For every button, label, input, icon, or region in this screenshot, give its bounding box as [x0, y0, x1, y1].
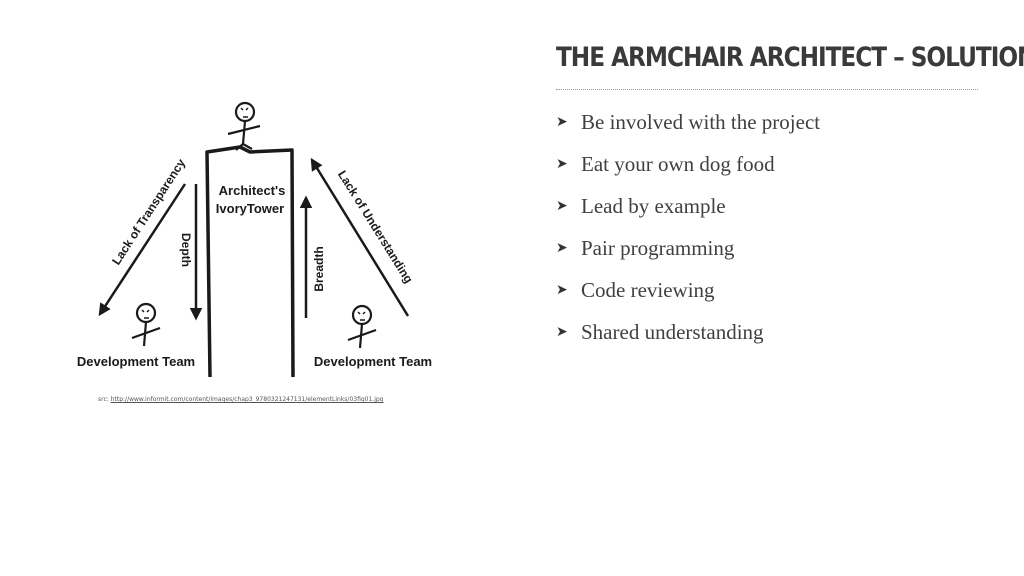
lack-of-understanding-arrow — [310, 157, 410, 317]
bullet-item: ➤ Shared understanding — [556, 320, 820, 362]
bullet-item: ➤ Be involved with the project — [556, 110, 820, 152]
arrowhead-bullet-icon: ➤ — [556, 324, 568, 340]
breadth-label: Breadth — [312, 246, 326, 291]
source-link[interactable]: http://www.informit.com/content/images/c… — [110, 396, 384, 403]
bullet-text: Be involved with the project — [581, 110, 821, 134]
lack-of-understanding-label: Lack of Understanding — [335, 168, 416, 286]
tower-outline — [205, 145, 295, 378]
lack-of-transparency-arrow — [98, 183, 187, 317]
bullet-item: ➤ Code reviewing — [556, 278, 820, 320]
bullet-text: Pair programming — [581, 236, 735, 260]
right-team-label: Development Team — [314, 354, 432, 369]
bullet-text: Lead by example — [581, 194, 726, 218]
slide-title: THE ARMCHAIR ARCHITECT – SOLUTION — [556, 42, 1024, 73]
bullet-item: ➤ Pair programming — [556, 236, 820, 278]
bullet-text: Shared understanding — [581, 320, 764, 344]
bullet-text: Code reviewing — [581, 278, 715, 302]
arrowhead-bullet-icon: ➤ — [556, 198, 568, 214]
arrowhead-bullet-icon: ➤ — [556, 114, 568, 130]
tower-label-line2: IvoryTower — [216, 201, 284, 216]
title-divider — [556, 89, 978, 90]
depth-label: Depth — [179, 233, 193, 267]
source-citation: src: http://www.informit.com/content/ima… — [98, 396, 384, 403]
bullet-item: ➤ Eat your own dog food — [556, 152, 820, 194]
ivory-tower-diagram: Architect's IvoryTower Depth Breadth Lac… — [77, 101, 432, 378]
bullet-text: Eat your own dog food — [581, 152, 775, 176]
source-prefix: src: — [98, 396, 109, 403]
arrowhead-bullet-icon: ➤ — [556, 240, 568, 256]
lack-of-transparency-label: Lack of Transparency — [109, 156, 188, 267]
developer-figure-icon — [347, 304, 377, 349]
tower-label-line1: Architect's — [219, 183, 286, 198]
arrowhead-bullet-icon: ➤ — [556, 156, 568, 172]
developer-figure-icon — [131, 302, 161, 347]
left-team-label: Development Team — [77, 354, 195, 369]
arrowhead-bullet-icon: ➤ — [556, 282, 568, 298]
bullet-list: ➤ Be involved with the project ➤ Eat you… — [556, 110, 820, 362]
architect-figure-icon — [227, 101, 261, 151]
bullet-item: ➤ Lead by example — [556, 194, 820, 236]
